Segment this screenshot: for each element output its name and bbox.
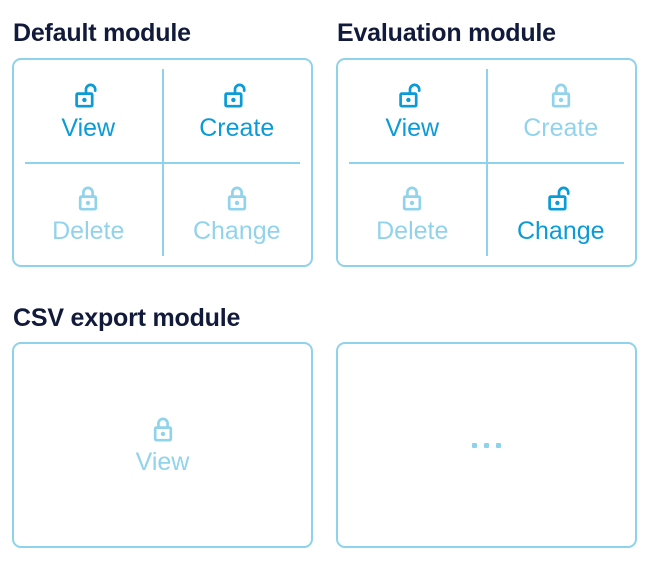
more-modules-ellipsis	[338, 344, 635, 546]
permission-label: Delete	[52, 216, 125, 245]
permission-cell-default-delete[interactable]: Delete	[14, 163, 163, 266]
permission-cell-evaluation-delete[interactable]: Delete	[338, 163, 487, 266]
permission-label: Create	[199, 114, 275, 143]
permission-quadrant-grid: View Create Delete	[14, 60, 311, 265]
locked-padlock-icon	[227, 186, 246, 211]
permission-label: View	[385, 114, 440, 143]
module-title-default: Default module	[13, 19, 191, 47]
permission-label: Create	[523, 114, 599, 143]
locked-padlock-icon	[79, 186, 98, 211]
permission-label: View	[61, 114, 116, 143]
unlocked-padlock-icon	[223, 83, 246, 108]
permission-cell-default-view[interactable]: View	[14, 60, 163, 163]
permission-cell-default-create[interactable]: Create	[163, 60, 312, 163]
module-panel-evaluation: View Create Delete	[336, 58, 637, 267]
permission-cell-evaluation-view[interactable]: View	[338, 60, 487, 163]
grid-divider-vertical	[161, 69, 164, 256]
ellipsis-dot-icon	[496, 442, 501, 448]
locked-padlock-icon	[403, 186, 422, 211]
unlocked-padlock-icon	[547, 186, 570, 211]
ellipsis-dot-icon	[472, 442, 477, 448]
permission-quadrant-grid: View Create Delete	[338, 60, 635, 265]
ellipsis-dot-icon	[484, 442, 489, 448]
permission-cell-default-change[interactable]: Change	[163, 163, 312, 266]
unlocked-padlock-icon	[75, 83, 97, 108]
permission-label: Delete	[376, 216, 449, 245]
permission-cell-evaluation-create[interactable]: Create	[487, 60, 636, 163]
permission-label: Change	[192, 216, 281, 245]
module-panel-placeholder	[336, 342, 637, 548]
module-title-csv-export: CSV export module	[13, 304, 241, 332]
permission-label: View	[135, 448, 190, 476]
locked-padlock-icon	[551, 83, 570, 108]
module-panel-csv-export: View	[12, 342, 313, 548]
unlocked-padlock-icon	[399, 83, 421, 108]
module-title-evaluation: Evaluation module	[337, 19, 556, 47]
permission-label: Change	[516, 216, 605, 245]
grid-divider-vertical	[485, 69, 488, 256]
permission-cell-csv-view[interactable]: View	[14, 344, 311, 546]
module-panel-default: View Create Delete	[12, 58, 313, 267]
permission-cell-evaluation-change[interactable]: Change	[487, 163, 636, 266]
locked-padlock-icon	[153, 417, 172, 442]
